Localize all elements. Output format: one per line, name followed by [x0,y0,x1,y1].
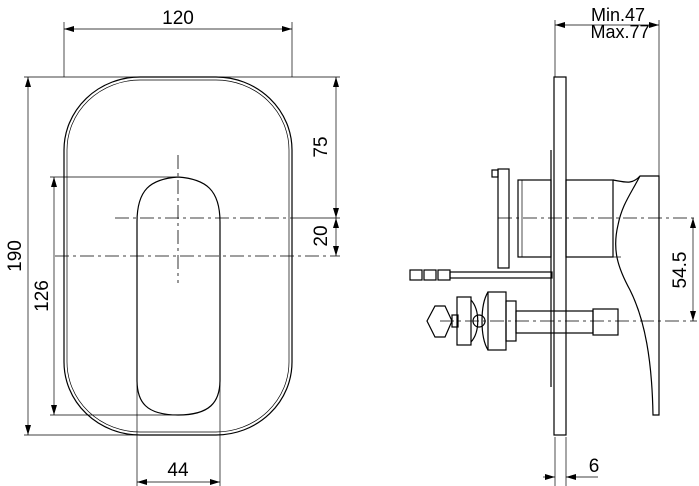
depth-max: Max.77 [590,22,649,42]
handle-outline [136,176,221,416]
wall-plate-side [553,76,567,436]
axis-offset-dimension: 20 [311,225,332,246]
side-view: 54.5 Min.47 Max.77 6 [409,5,697,486]
valve-body-front [565,179,614,258]
valve-body-rear [517,179,552,258]
top-to-axis-dimension: 75 [311,136,332,157]
handle-width-dimension: 44 [167,460,189,481]
front-view: 120 190 126 75 20 44 [5,8,340,486]
depth-min: Min.47 [591,5,645,25]
height-dimension: 190 [5,240,26,272]
diverter-rod [449,271,553,279]
handle-height-dimension: 126 [32,280,53,312]
lever-handle-side [612,175,660,416]
axis-distance-dimension: 54.5 [670,252,691,289]
plate-thickness-dimension: 6 [589,456,600,477]
width-dimension: 120 [162,8,194,29]
mounting-flange [497,168,510,269]
